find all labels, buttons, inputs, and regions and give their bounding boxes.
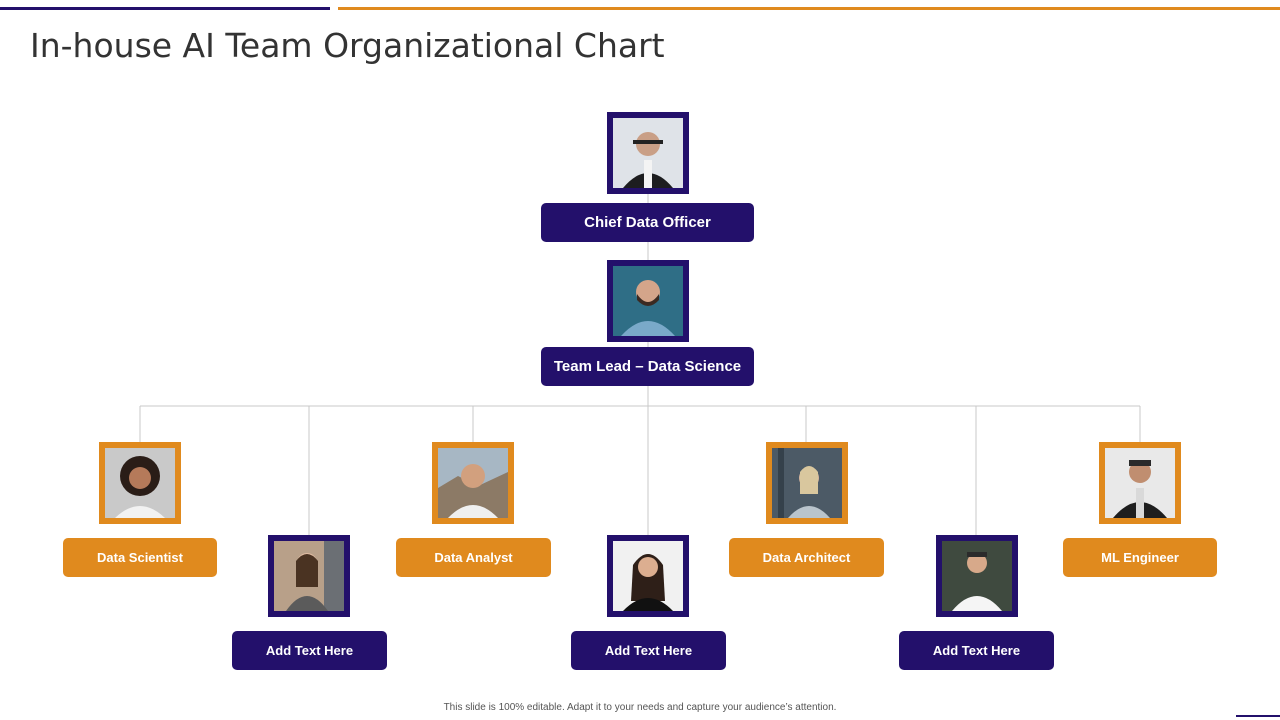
node-data-analyst: Data Analyst: [396, 538, 551, 577]
node-chief-data-officer: Chief Data Officer: [541, 203, 754, 242]
person-photo-icon-data-scientist: [99, 442, 181, 524]
person-photo-icon-add-text-3: [936, 535, 1018, 617]
node-team-lead-data-science: Team Lead – Data Science: [541, 347, 754, 386]
person-photo-icon-add-text-1: [268, 535, 350, 617]
node-ml-engineer: ML Engineer: [1063, 538, 1217, 577]
node-add-text-2: Add Text Here: [571, 631, 726, 670]
person-photo-icon-ml-engineer: [1099, 442, 1181, 524]
node-add-text-1: Add Text Here: [232, 631, 387, 670]
corner-accent-line: [1236, 715, 1280, 717]
node-data-architect: Data Architect: [729, 538, 884, 577]
top-accent-bar-purple: [0, 7, 330, 10]
top-accent-bar-orange: [338, 7, 1280, 10]
person-photo-icon-data-analyst: [432, 442, 514, 524]
person-photo-icon-team-lead: [607, 260, 689, 342]
footer-note: This slide is 100% editable. Adapt it to…: [443, 702, 837, 713]
person-photo-icon-data-architect: [766, 442, 848, 524]
person-photo-icon-add-text-2: [607, 535, 689, 617]
node-add-text-3: Add Text Here: [899, 631, 1054, 670]
slide-title: In-house AI Team Organizational Chart: [30, 26, 665, 65]
node-data-scientist: Data Scientist: [63, 538, 217, 577]
person-photo-icon-cdo: [607, 112, 689, 194]
